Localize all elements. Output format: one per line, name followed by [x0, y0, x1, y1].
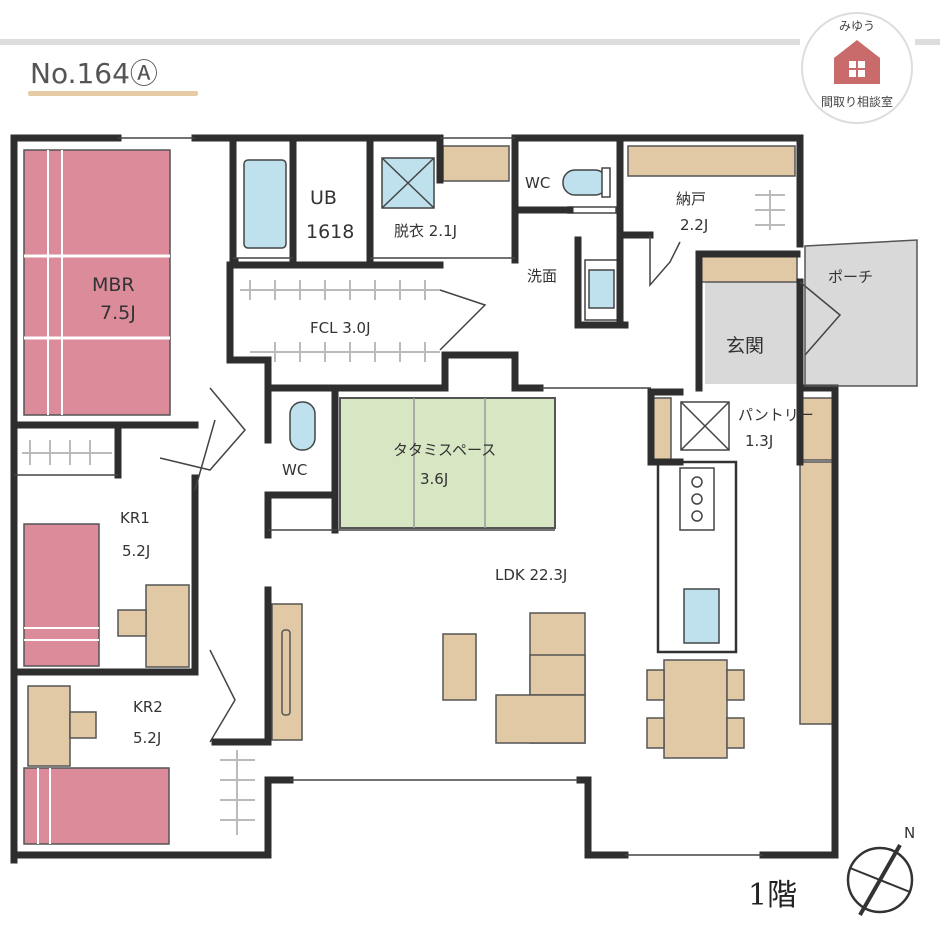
kitchen-back-counter	[799, 461, 834, 725]
fcl-hanger-rail	[240, 280, 440, 362]
tv-icon	[281, 629, 291, 716]
room-label-porch: ポーチ	[828, 268, 873, 286]
tatami-area	[339, 397, 556, 529]
pantry-fridge-icon	[680, 401, 730, 451]
entrance-floor	[705, 282, 800, 384]
room-label-storage: 納戸	[676, 190, 706, 208]
dining-set	[646, 659, 745, 759]
room-size-kr2: 5.2J	[133, 729, 161, 747]
title-underline	[28, 91, 198, 96]
logo-top-text: みゆう	[839, 19, 875, 33]
porch-floor	[805, 240, 917, 386]
ottoman	[442, 633, 477, 701]
toilet-icon	[289, 401, 316, 451]
kitchen-sink	[683, 588, 720, 644]
room-label-kr1: KR1	[120, 509, 150, 527]
shelf-storage	[627, 145, 796, 177]
bed-kr1	[23, 523, 100, 667]
house-icon	[834, 40, 880, 84]
room-label-ldk: LDK 22.3J	[495, 566, 567, 584]
room-label-kr2: KR2	[133, 698, 163, 716]
burner-icon	[691, 510, 703, 522]
stove	[679, 467, 715, 531]
shelf-dressing	[442, 145, 510, 182]
bathtub	[243, 159, 287, 249]
room-label-tatami: タタミスペース	[393, 441, 496, 459]
room-size-pantry: 1.3J	[745, 432, 773, 450]
toilet-icon	[562, 167, 611, 198]
room-size-kr1: 5.2J	[122, 542, 150, 560]
logo-bottom-text: 間取り相談室	[821, 94, 893, 109]
openings	[14, 137, 842, 856]
walls	[10, 134, 839, 864]
storage-shelves	[22, 190, 785, 835]
desk-kr1	[117, 584, 190, 668]
wash-shelf	[567, 206, 617, 214]
room-label-pantry: パントリー	[738, 406, 814, 424]
room-size-mbr: 7.5J	[100, 302, 136, 324]
room-label-dressing: 脱衣 2.1J	[394, 222, 457, 240]
burner-icon	[691, 476, 703, 488]
compass-north-label: N	[904, 824, 915, 842]
room-size-tatami: 3.6J	[420, 470, 448, 488]
wash-basin	[588, 269, 615, 309]
shoe-shelf	[698, 253, 798, 283]
compass-icon: N	[846, 824, 915, 916]
brand-logo: みゆう 間取り相談室	[801, 12, 913, 124]
room-label-wc-lower: WC	[282, 461, 307, 479]
room-label-washroom: 洗面	[527, 267, 557, 285]
room-size-storage: 2.2J	[680, 216, 708, 234]
tv-board	[271, 603, 303, 741]
bed-kr2	[23, 767, 170, 845]
desk-kr2	[27, 685, 97, 767]
floor-label: 1階	[748, 878, 797, 913]
room-label-entrance: 玄関	[726, 335, 764, 357]
washing-machine-icon	[381, 157, 435, 209]
sofa	[495, 612, 586, 744]
bed-mbr	[23, 149, 171, 416]
room-size-ub: 1618	[306, 221, 354, 243]
porch-outline	[804, 239, 918, 387]
plan-number: No.164Ⓐ	[30, 57, 158, 90]
burner-icon	[691, 493, 703, 505]
room-label-mbr: MBR	[92, 274, 135, 296]
room-label-wc-upper: WC	[525, 174, 550, 192]
room-label-fcl: FCL 3.0J	[310, 319, 371, 337]
room-label-ub: UB	[310, 187, 337, 209]
